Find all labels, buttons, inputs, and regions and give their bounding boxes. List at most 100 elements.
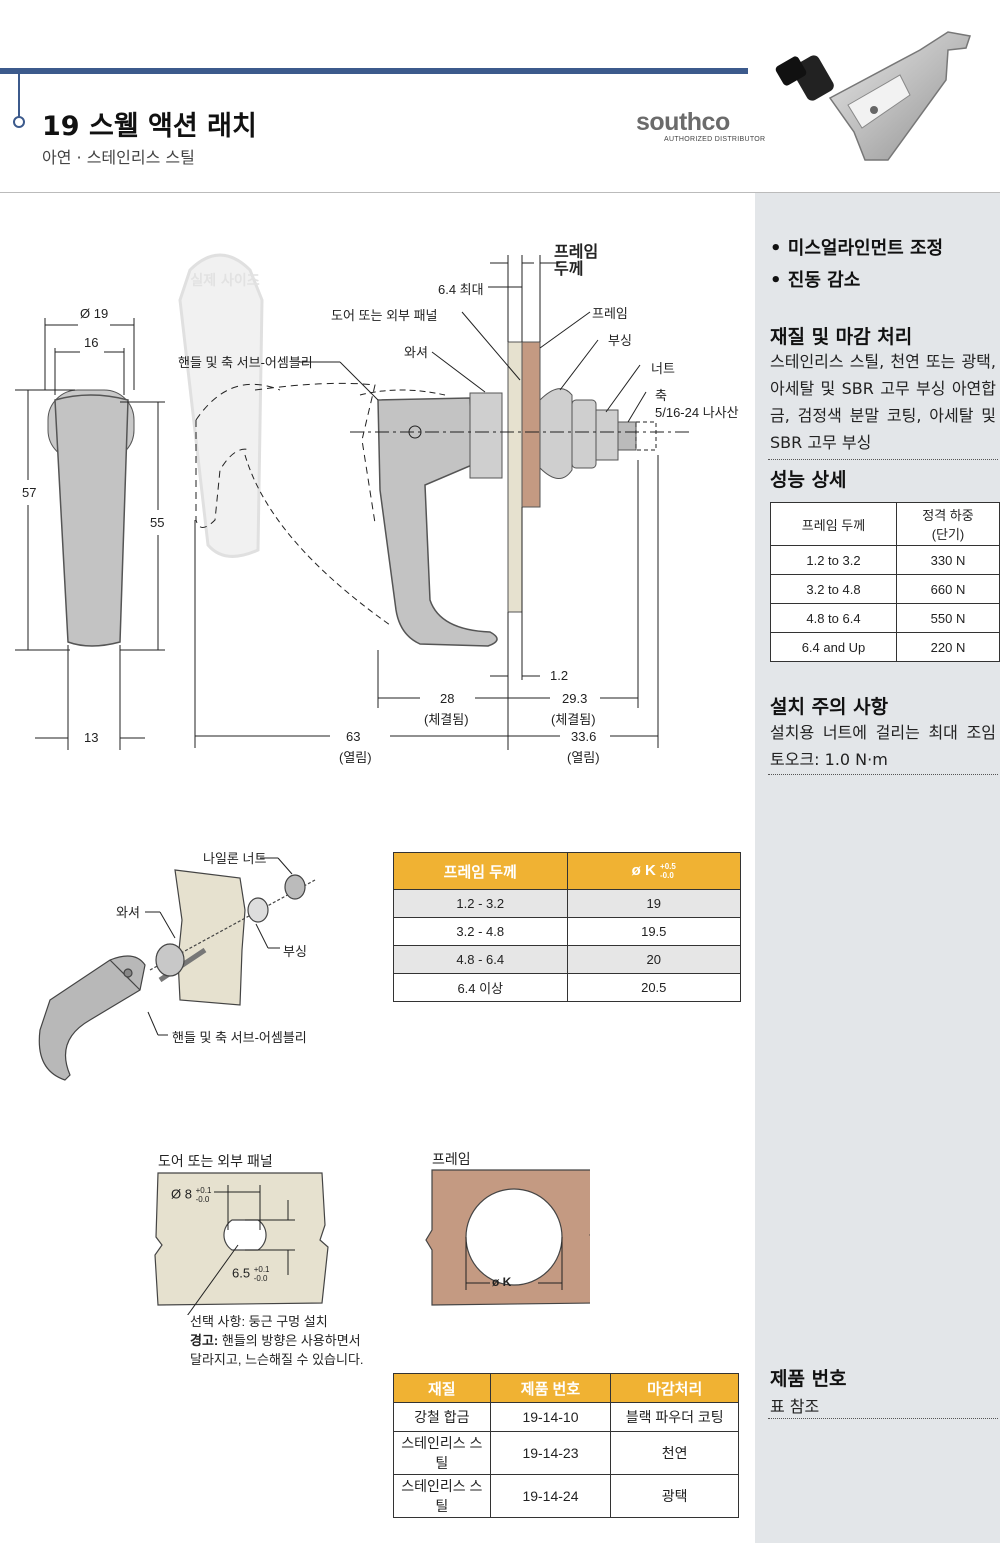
prod-part: 19-14-10: [489, 1402, 612, 1432]
prod-col-part: 제품 번호: [489, 1373, 612, 1403]
dim-k-diameter: ø K: [492, 1275, 512, 1289]
header-divider: [0, 192, 1000, 193]
header-accent-dot: [13, 116, 25, 128]
part-number-heading: 제품 번호: [770, 1368, 847, 1390]
prod-part: 19-14-24: [489, 1474, 612, 1518]
k-value: 19: [566, 889, 741, 918]
label-frame-thickness: 프레임 두께: [554, 244, 599, 278]
install-text: 설치용 너트에 걸리는 최대 조임 토오크: 1.0 N·m: [770, 723, 996, 769]
perf-frame: 4.8 to 6.4: [770, 603, 897, 633]
divider: [768, 774, 998, 775]
perf-load: 550 N: [895, 603, 1000, 633]
dim-63: 63: [346, 729, 361, 744]
dim-63-open: (열림): [339, 750, 372, 765]
label-door-panel: 도어 또는 외부 패널: [331, 308, 438, 323]
prod-material: 스테인리스 스틸: [393, 1431, 491, 1475]
label-nut: 너트: [651, 361, 675, 376]
k-tol-plus: +0.5: [660, 862, 676, 872]
brand-logo: southco: [636, 108, 730, 136]
label-shaft: 축: [655, 388, 667, 403]
perf-load: 660 N: [895, 574, 1000, 604]
dim-33-6: 33.6: [571, 729, 597, 744]
divider: [768, 1418, 998, 1419]
product-table: 재질 제품 번호 마감처리 강철 합금 19-14-10 블랙 파우더 코팅 스…: [393, 1373, 739, 1518]
prod-col-material: 재질: [393, 1373, 491, 1403]
perf-frame: 6.4 and Up: [770, 632, 897, 662]
perf-col-frame: 프레임 두께: [770, 502, 897, 546]
dim-13: 13: [84, 730, 99, 745]
perf-load: 330 N: [895, 545, 1000, 575]
prod-material: 강철 합금: [393, 1402, 491, 1432]
cutout-note: 선택 사항: 둥근 구멍 설치 경고: 핸들의 방향은 사용하면서 달라지고, …: [190, 1312, 364, 1369]
note-line-3: 달라지고, 느슨해질 수 있습니다.: [190, 1352, 364, 1367]
divider: [768, 459, 998, 460]
prod-part: 19-14-23: [489, 1431, 612, 1475]
label-handle-subassembly: 핸들 및 축 서브-어셈블리: [172, 1030, 307, 1045]
bushing-icon: [775, 55, 834, 101]
table-row: 스테인리스 스틸 19-14-24 광택: [393, 1474, 739, 1518]
actual-size-watermark: 실제 사이즈: [190, 272, 259, 289]
perf-frame: 3.2 to 4.8: [770, 574, 897, 604]
label-frame: 프레임: [592, 306, 628, 321]
dim-57: 57: [22, 485, 37, 500]
k-frame: 4.8 - 6.4: [393, 945, 568, 974]
product-photo: [775, 31, 971, 161]
label-washer: 와셔: [116, 905, 140, 920]
dim-cutout-diameter-8: Ø 8 +0.1 -0.0: [171, 1186, 211, 1204]
k-value: 20.5: [566, 973, 741, 1002]
dim-33-6-open: (열림): [567, 750, 600, 765]
note-warning-label: 경고:: [190, 1333, 219, 1348]
k-col-diameter: ø K +0.5 -0.0: [566, 852, 741, 890]
label-washer: 와셔: [404, 345, 428, 360]
perf-load: 220 N: [895, 632, 1000, 662]
table-row: 강철 합금 19-14-10 블랙 파우더 코팅: [393, 1402, 739, 1432]
dim-29-3-closed: (체결됨): [551, 712, 596, 727]
label-bushing: 부싱: [608, 333, 632, 348]
k-frame: 6.4 이상: [393, 973, 568, 1002]
feature-item: • 진동 감소: [770, 270, 861, 291]
performance-heading: 성능 상세: [770, 469, 847, 491]
k-frame: 1.2 - 3.2: [393, 889, 568, 918]
install-heading: 설치 주의 사항: [770, 696, 889, 718]
dim-16: 16: [84, 335, 99, 350]
dim-28-closed: (체결됨): [424, 712, 469, 727]
k-value: 20: [566, 945, 741, 974]
dim-d65-tol-plus: +0.1: [253, 1265, 270, 1274]
table-row: 스테인리스 스틸 19-14-23 천연: [393, 1431, 739, 1475]
label-max-6-4: 6.4 최대: [438, 282, 484, 297]
perf-col-load-line1: 정격 하중: [922, 508, 974, 523]
cutout-drawings: [154, 1169, 590, 1315]
svg-text:실제 사이즈: 실제 사이즈: [190, 272, 259, 289]
dim-d8-tol-plus: +0.1: [195, 1186, 212, 1195]
k-col-frame: 프레임 두께: [393, 852, 568, 890]
label-handle-subassembly: 핸들 및 축 서브-어셈블리: [178, 355, 313, 370]
prod-finish: 블랙 파우더 코팅: [610, 1402, 739, 1432]
prod-material: 스테인리스 스틸: [393, 1474, 491, 1518]
part-number-text: 표 참조: [770, 1397, 820, 1416]
perf-col-load-line2: (단기): [931, 527, 965, 542]
note-warning-text: 핸들의 방향은 사용하면서: [218, 1333, 361, 1348]
material-text: 스테인리스 스틸, 천연 또는 광택, 아세탈 및 SBR 고무 부싱 아연합금…: [770, 352, 996, 452]
label-door-panel-cutout: 도어 또는 외부 패널: [158, 1153, 273, 1169]
dim-1-2: 1.2: [550, 668, 569, 683]
note-line-1: 선택 사항: 둥근 구멍 설치: [190, 1314, 328, 1329]
dim-d65-value: 6.5: [232, 1265, 251, 1281]
exploded-assembly-illustration: [38, 857, 316, 1081]
label-thread: 5/16-24 나사산: [655, 405, 739, 420]
dim-cutout-6-5: 6.5 +0.1 -0.0: [232, 1265, 270, 1283]
dim-d8-tol-minus: -0.0: [195, 1195, 210, 1204]
label-bushing: 부싱: [283, 944, 307, 959]
k-col-diameter-label: ø K: [631, 861, 656, 879]
perf-col-load: 정격 하중 (단기): [895, 502, 1000, 546]
header-accent-line: [18, 74, 20, 118]
page-title: 19 스웰 액션 래치: [42, 111, 257, 142]
material-heading: 재질 및 마감 처리: [770, 326, 913, 348]
